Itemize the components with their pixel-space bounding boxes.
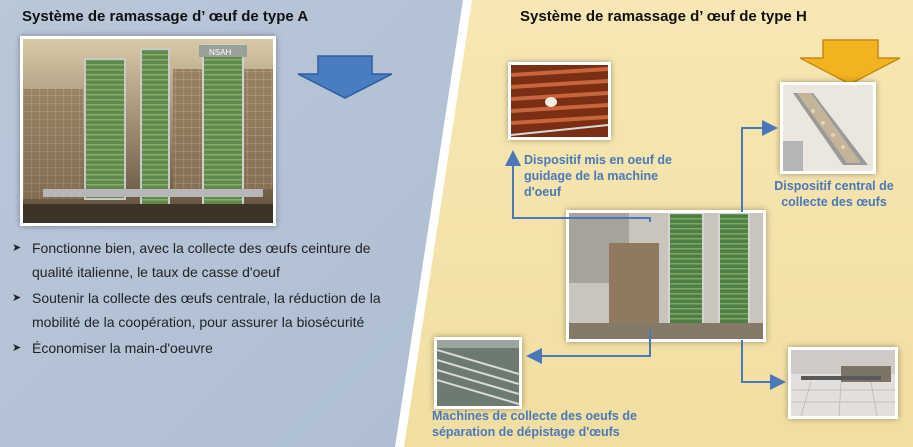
type-a-title: Système de ramassage d’ œuf de type A bbox=[22, 8, 309, 25]
type-h-machine-photo bbox=[566, 210, 766, 342]
guide-device-photo bbox=[508, 62, 611, 140]
machine-brand-label: NSAH bbox=[209, 48, 231, 57]
feature-text: Soutenir la collecte des œufs centrale, … bbox=[32, 290, 381, 330]
down-arrow-icon bbox=[297, 55, 393, 99]
central-conveyor-illustration bbox=[783, 85, 873, 171]
egg-room-illustration bbox=[791, 350, 895, 416]
feature-item: ➤ Soutenir la collecte des œufs centrale… bbox=[12, 286, 392, 334]
feature-text: Économiser la main-d'oeuvre bbox=[32, 340, 213, 356]
connector-to-separation bbox=[526, 330, 651, 364]
feature-text: Fonctionne bien, avec la collecte des œu… bbox=[32, 240, 371, 280]
feature-item: ➤ Fonctionne bien, avec la collecte des … bbox=[12, 236, 392, 284]
type-h-title: Système de ramassage d’ œuf de type H bbox=[520, 8, 807, 25]
caption-separation-machine: Machines de collecte des oeufs de sépara… bbox=[432, 409, 637, 439]
separation-illustration bbox=[437, 340, 519, 406]
connector-to-egg-room bbox=[741, 340, 786, 390]
central-collection-photo bbox=[780, 82, 876, 174]
arrow-bullet-icon: ➤ bbox=[12, 242, 22, 254]
connector-to-guide bbox=[505, 150, 651, 222]
type-a-machine-photo: NSAH bbox=[20, 36, 276, 226]
arrow-bullet-icon: ➤ bbox=[12, 342, 22, 354]
egg-room-photo bbox=[788, 347, 898, 419]
connector-to-central bbox=[741, 120, 778, 212]
arrow-bullet-icon: ➤ bbox=[12, 292, 22, 304]
caption-guide-device: Dispositif mis en oeuf de guidage de la … bbox=[524, 153, 672, 199]
egg-icon bbox=[545, 97, 557, 107]
type-a-machine-illustration: NSAH bbox=[23, 39, 273, 223]
egg-guide-illustration bbox=[511, 65, 608, 137]
separation-machine-photo bbox=[434, 337, 522, 409]
caption-central-collection: Dispositif central de collecte des œufs bbox=[774, 179, 894, 209]
type-h-machine-illustration bbox=[569, 213, 763, 339]
down-arrow-icon bbox=[799, 39, 901, 85]
feature-item: ➤ Économiser la main-d'oeuvre bbox=[12, 336, 392, 360]
type-a-feature-list: ➤ Fonctionne bien, avec la collecte des … bbox=[12, 236, 392, 362]
